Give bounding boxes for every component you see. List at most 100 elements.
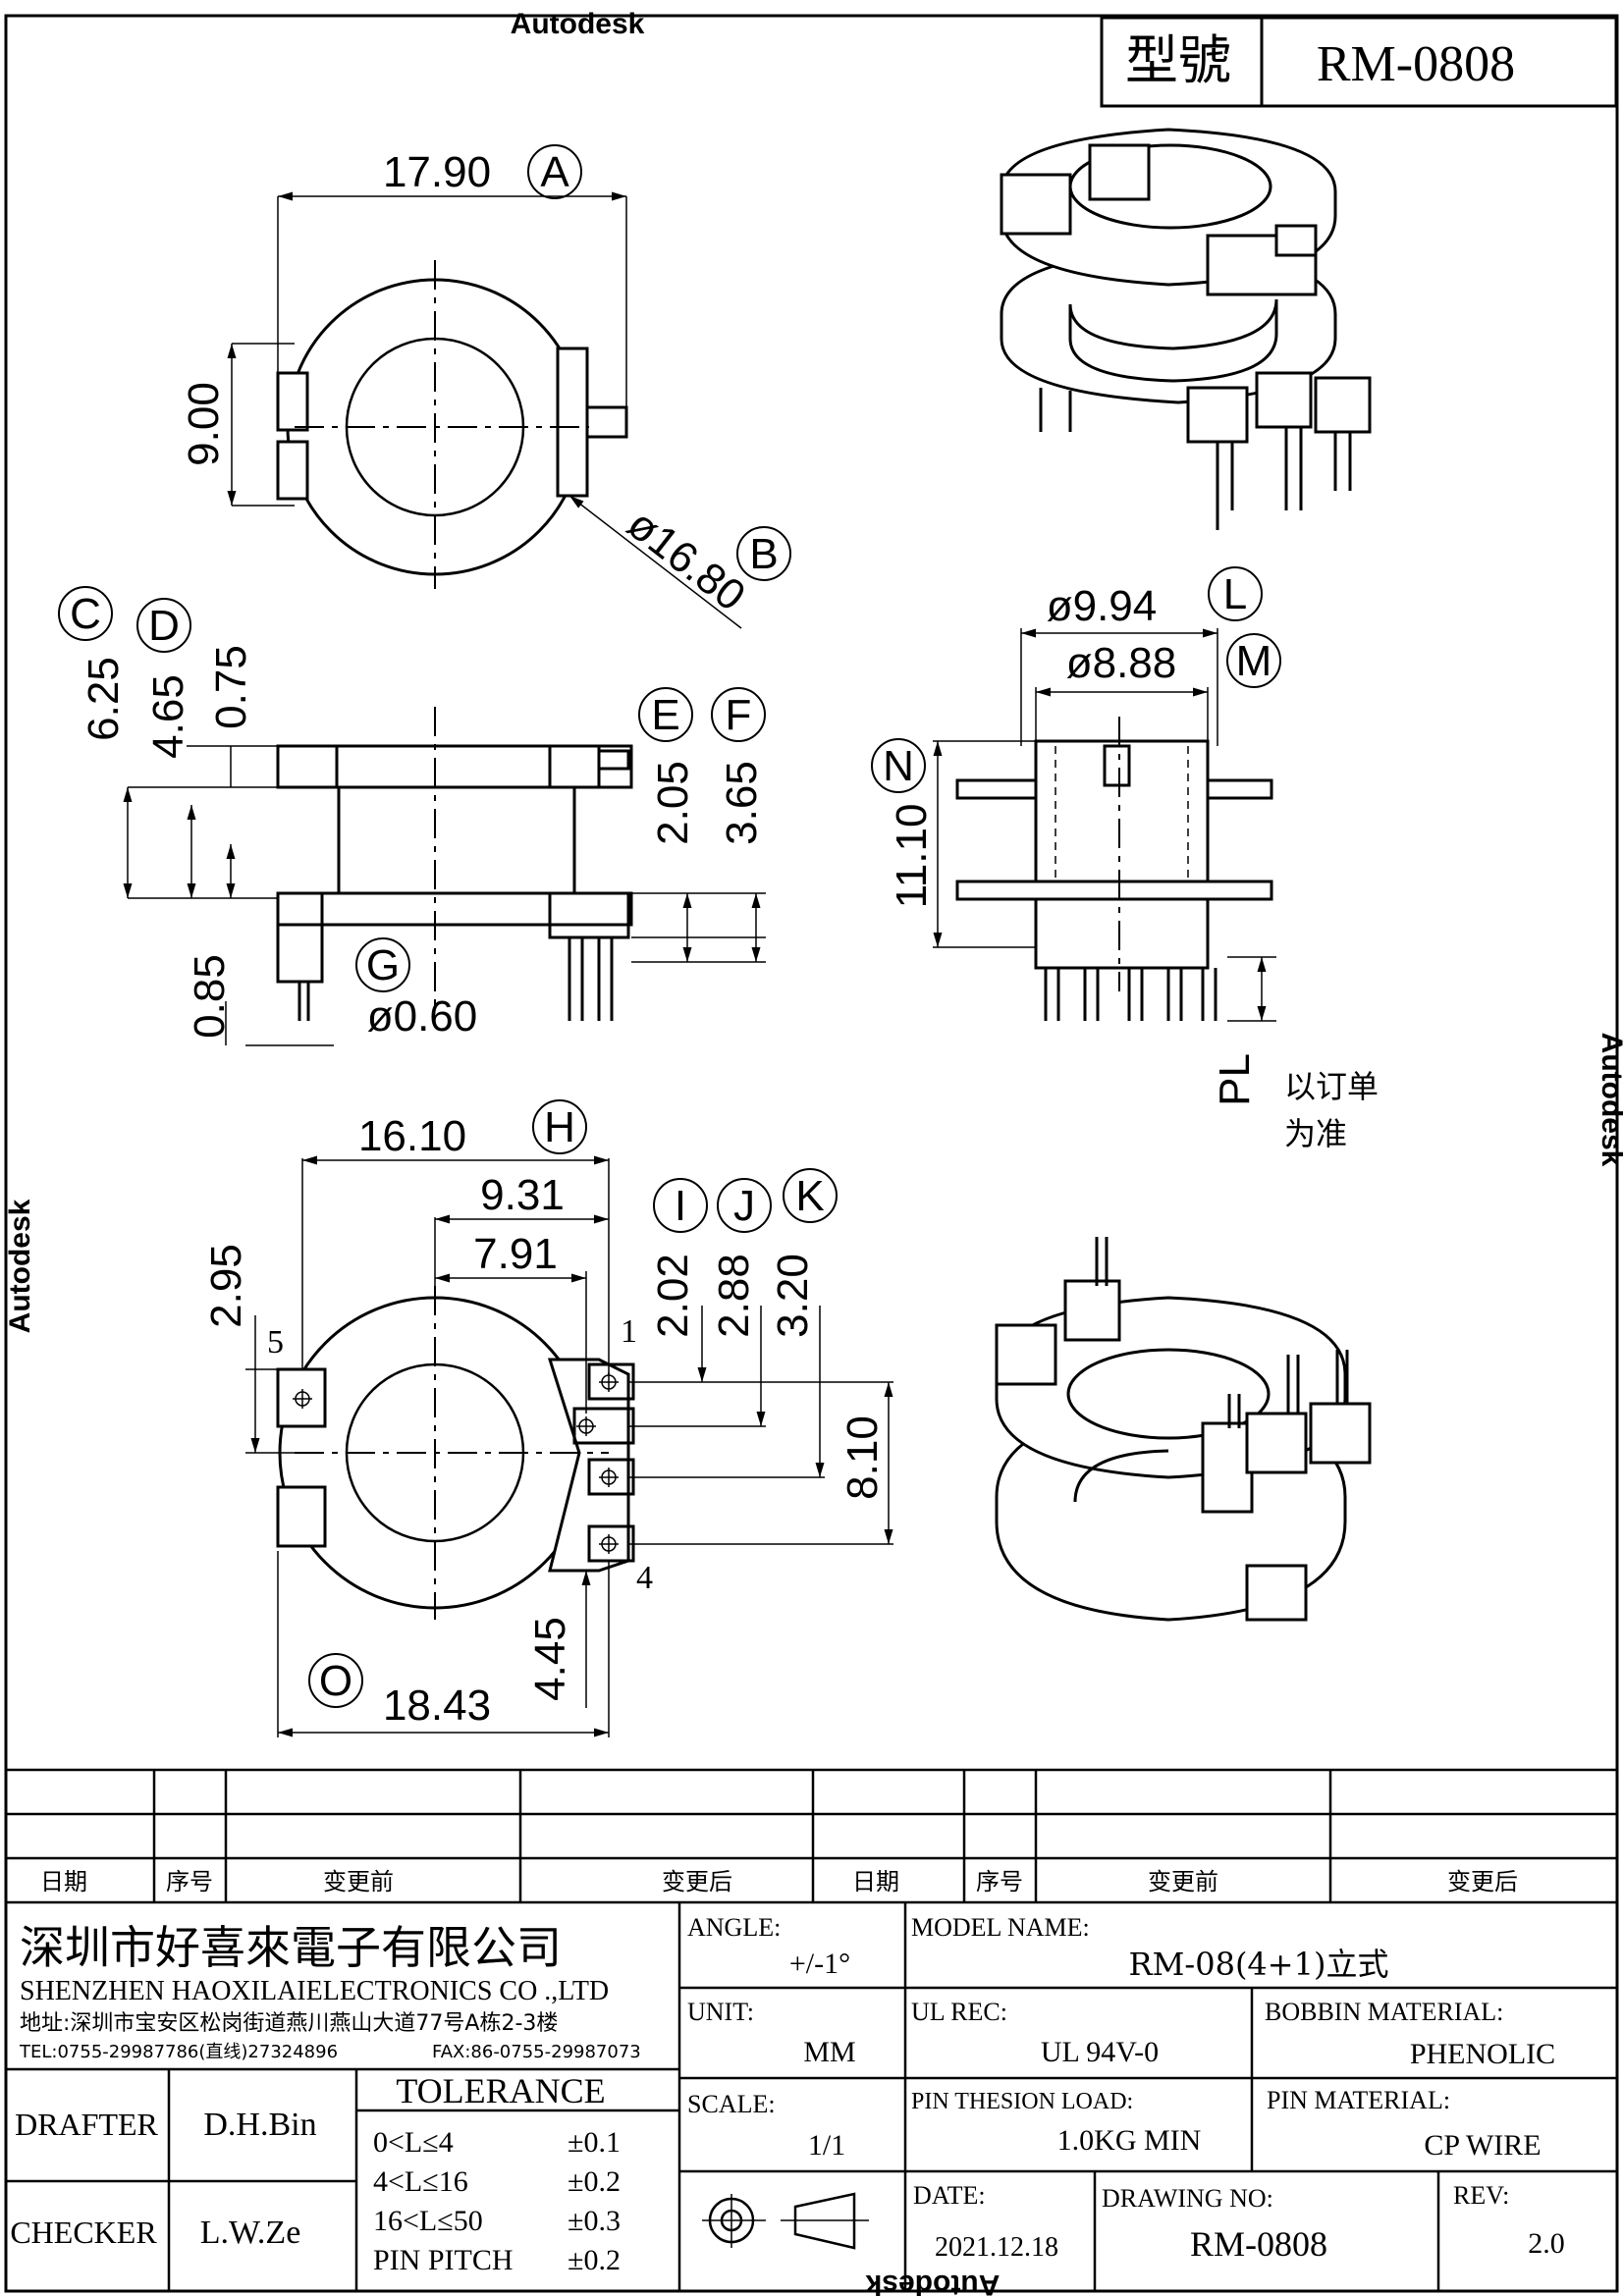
order-note-line-2: 为准 [1284,1115,1347,1152]
dim-810-value: 8.10 [839,1415,887,1500]
tol-value-3: ±0.2 [568,2244,621,2276]
pin-numbers: 5 1 4 [267,1313,653,1596]
front-view [933,628,1276,1022]
rev-col-before-2: 变更前 [1148,1868,1218,1896]
dim-d-value: 4.65 [144,674,192,759]
dim-n-value: 11.10 [888,804,936,909]
model-header-label: 型號 [1125,31,1231,90]
model-name-value: RM-08(4+1)立式 [1129,1946,1389,1983]
tag-h-bubble [532,1099,587,1154]
pin-material-label: PIN MATERIAL: [1267,2086,1450,2114]
dim-a-value: 17.90 [383,148,491,196]
company-name-en: SHENZHEN HAOXILAIELECTRONICS CO .,LTD [20,1976,609,2006]
watermark-bottom: Autodesk [865,2269,1000,2296]
tol-range-3: PIN PITCH [373,2244,514,2276]
tag-k-bubble [783,1168,838,1223]
dim-085-value: 0.85 [186,954,234,1039]
title-block-lines [6,1768,1617,2291]
pin-material-value: CP WIRE [1424,2129,1541,2162]
spec-fields: ANGLE: +/-1° MODEL NAME: RM-08(4+1)立式 UN… [687,1913,1565,2264]
svg-text:Autodesk: Autodesk [865,2269,1000,2296]
bobbin-material-label: BOBBIN MATERIAL: [1265,1998,1503,2026]
rev-col-before-1: 变更前 [323,1868,394,1896]
company-block: 深圳市好喜來電子有限公司 SHENZHEN HAOXILAIELECTRONIC… [19,1921,641,2062]
tag-a-bubble [527,144,582,199]
rev-col-date-2: 日期 [852,1868,899,1896]
tag-l-bubble [1208,566,1263,621]
model-name-label: MODEL NAME: [911,1913,1090,1942]
iso-view-top [1000,128,1372,530]
side-view-labels: C D 6.25 4.65 0.75 E F 2.05 3.65 0.85 G … [58,586,766,1041]
tag-f-bubble [711,687,766,742]
top-view [227,191,742,629]
pin-4-label: 4 [636,1560,653,1596]
date-label: DATE: [913,2181,986,2210]
pin-5-label: 5 [267,1324,284,1361]
front-view-labels: ø9.94 L ø8.88 M N 11.10 PL [871,566,1281,1106]
tolerance-table: TOLERANCE 0<L≤4 ±0.1 4<L≤16 ±0.2 16<L≤50… [373,2071,621,2276]
dim-m-value: ø8.88 [1066,639,1177,687]
rev-label: REV: [1453,2181,1509,2210]
company-address: 地址:深圳市宝安区松岗街道燕川燕山大道77号A栋2-3楼 [20,2011,558,2036]
tol-range-1: 4<L≤16 [373,2165,468,2198]
drafter-label: DRAFTER [15,2107,158,2142]
dim-931-value: 9.31 [480,1171,565,1219]
watermark-top: Autodesk [511,8,645,40]
drawing-no-label: DRAWING NO: [1102,2184,1273,2213]
rev-col-after-2: 变更后 [1447,1868,1518,1896]
dim-j-value: 2.88 [710,1254,758,1338]
tag-e-bubble [638,687,693,742]
drafter-value: D.H.Bin [203,2107,316,2143]
watermark-left: Autodesk [4,1199,36,1333]
bottom-view-labels: 16.10 H 9.31 7.91 I J K 2.02 2.88 3.20 2… [202,1099,887,1730]
model-header-value: RM-0808 [1317,36,1515,92]
angle-label: ANGLE: [687,1913,781,1942]
checker-label: CHECKER [10,2215,157,2250]
svg-text:Autodesk: Autodesk [511,8,645,40]
rev-col-seq-2: 序号 [976,1868,1023,1896]
date-value: 2021.12.18 [935,2232,1058,2263]
tol-value-0: ±0.1 [568,2126,621,2159]
dim-k-value: 3.20 [769,1254,817,1338]
tag-i: I [675,1182,686,1230]
company-name-cn: 深圳市好喜來電子有限公司 [20,1921,562,1974]
tag-k: K [795,1172,824,1220]
tag-g-bubble [355,937,410,992]
people-fields: DRAFTER D.H.Bin CHECKER L.W.Ze [10,2107,316,2251]
scale-value: 1/1 [808,2129,845,2162]
iso-view-bottom [995,1237,1372,1622]
dim-295-value: 2.95 [202,1244,250,1328]
order-note-line-1: 以订单 [1284,1068,1379,1105]
ul-rec-value: UL 94V-0 [1041,2036,1159,2068]
checker-value: L.W.Ze [200,2215,301,2251]
rev-value: 2.0 [1528,2227,1565,2260]
tol-value-1: ±0.2 [568,2165,621,2198]
side-view [123,707,766,1046]
tag-m: M [1236,637,1272,685]
tag-j-bubble [717,1178,772,1233]
tag-f: F [726,691,752,739]
pin-load-label: PIN THESION LOAD: [911,2089,1133,2114]
rev-col-after-1: 变更后 [662,1868,732,1896]
tol-range-2: 16<L≤50 [373,2205,483,2237]
dim-f-value: 3.65 [718,761,766,845]
svg-text:Autodesk: Autodesk [1596,1033,1623,1167]
model-header-box: 型號 RM-0808 [1100,16,1618,108]
tag-i-bubble [653,1178,708,1233]
tag-d: D [148,602,180,650]
tag-e: E [651,691,679,739]
tag-o-bubble [308,1653,363,1708]
tag-j: J [733,1182,755,1230]
dim-o-value: 18.43 [383,1682,491,1730]
ul-rec-label: UL REC: [911,1998,1007,2026]
bobbin-material-value: PHENOLIC [1410,2038,1555,2070]
angle-value: +/-1° [789,1948,850,1980]
dim-g-value: ø0.60 [367,992,478,1041]
unit-label: UNIT: [687,1998,754,2026]
dim-9-value: 9.00 [180,382,228,466]
company-fax: FAX:86-0755-29987073 [432,2042,641,2062]
tolerance-title: TOLERANCE [396,2071,605,2110]
top-view-labels: 17.90 A 9.00 ø16.80 B [180,144,791,620]
rev-col-seq-1: 序号 [166,1868,213,1896]
